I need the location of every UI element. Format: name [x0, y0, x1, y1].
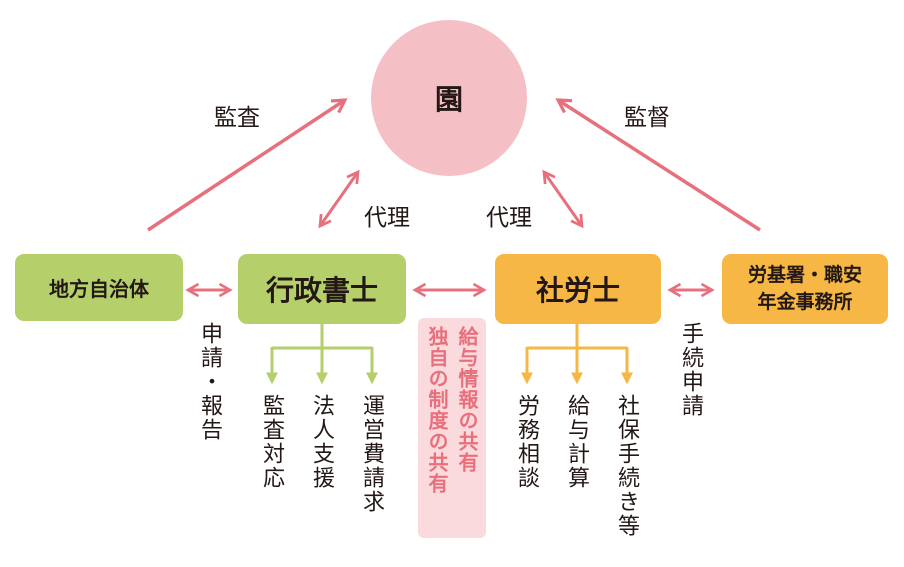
gyosei-label: 行政書士 — [265, 274, 378, 307]
supervision-arrow — [555, 98, 761, 232]
gyosei-task-1: 監査対応 — [259, 394, 284, 490]
proxy-label-right: 代理 — [486, 205, 532, 231]
shared-info-line1: 給与情報の共有 — [455, 326, 479, 473]
labor-office-label-line1: 労基署・職安 — [747, 264, 862, 286]
gyosei-task-2: 法人支援 — [309, 394, 334, 490]
gyosei-task-3: 運営費請求 — [359, 394, 384, 514]
labor-office-label-line2: 年金事務所 — [757, 291, 853, 313]
shared-info-text: 給与情報の共有独自の制度の共有 — [422, 326, 482, 536]
sharoushi-label: 社労士 — [535, 274, 620, 307]
gyosei-node: 行政書士 — [238, 254, 406, 324]
procedure-apply-label: 手続申請 — [678, 322, 703, 418]
center-node: 園 — [371, 20, 527, 176]
sharoushi-task-1: 労務相談 — [514, 394, 539, 490]
sharoushi-task-2: 給与計算 — [564, 394, 589, 490]
apply-report-label: 申請・報告 — [197, 322, 222, 442]
center-label: 園 — [434, 83, 463, 116]
proxy-arrow-left — [318, 169, 360, 229]
local-gov-label: 地方自治体 — [49, 277, 149, 301]
local-gov-node: 地方自治体 — [15, 254, 183, 321]
sharoushi-task-3: 社保手続き等 — [614, 394, 639, 538]
audit-label: 監査 — [214, 105, 260, 131]
audit-arrow — [147, 98, 348, 232]
shared-info-callout — [418, 318, 486, 538]
proxy-arrow-right — [542, 169, 584, 229]
shared-info-line2: 独自の制度の共有 — [425, 326, 449, 494]
labor-office-node: 労基署・職安 年金事務所 — [722, 254, 888, 324]
proxy-label-left: 代理 — [364, 205, 410, 231]
sharoushi-node: 社労士 — [495, 254, 661, 324]
supervision-label: 監督 — [624, 105, 670, 131]
